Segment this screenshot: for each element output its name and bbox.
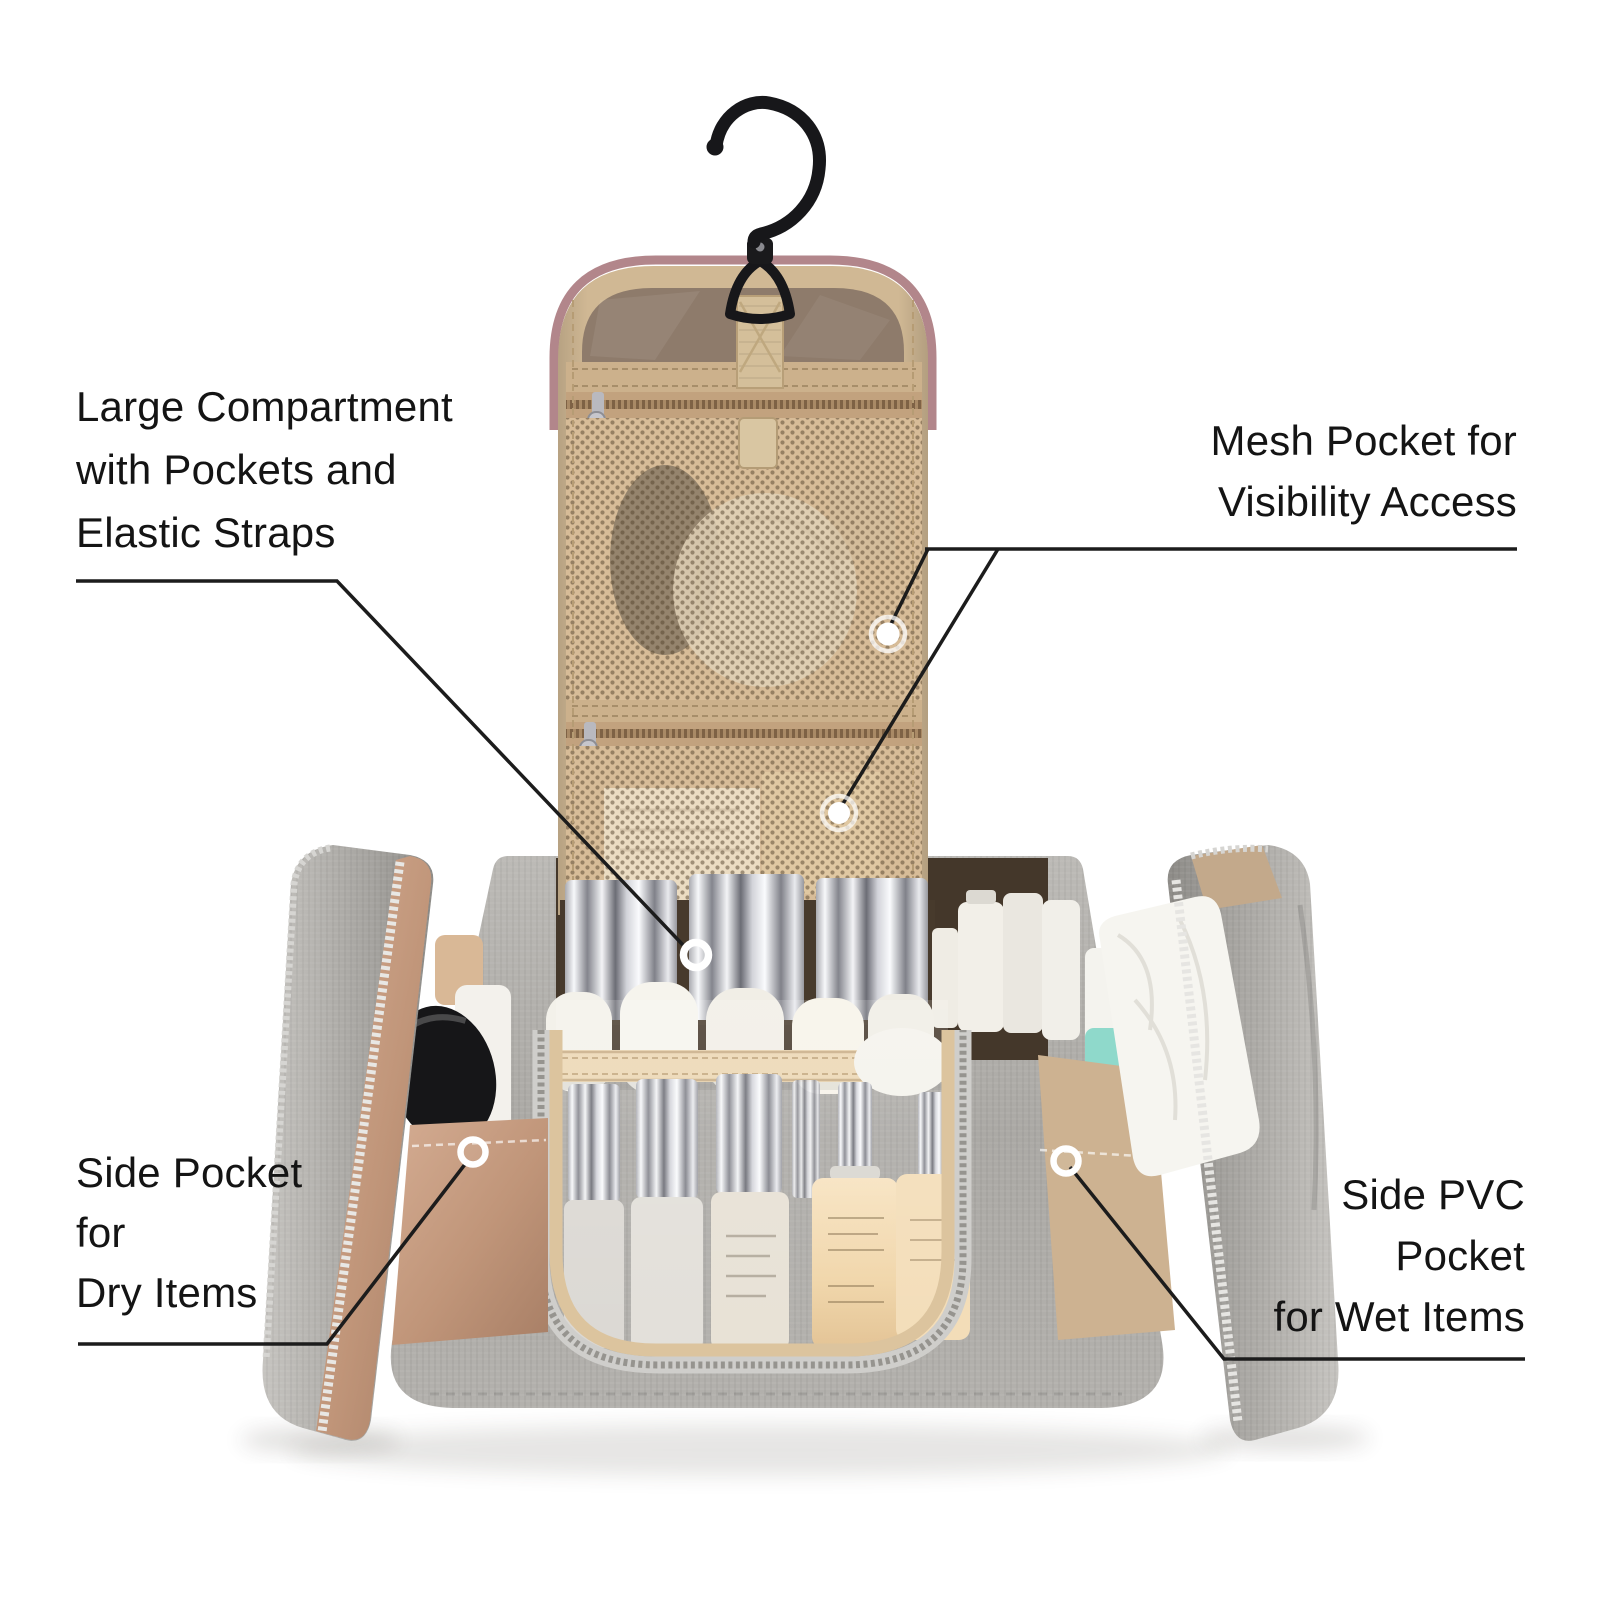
annotation-line: Side Pocket [76,1149,303,1196]
annotation-mesh-pocket: Mesh Pocket for Visibility Access [1211,410,1517,532]
bottle-white-2 [1003,893,1043,1033]
left-pocket-panel [392,1118,548,1345]
ground-shadow [240,1424,1370,1476]
callout-lines [76,547,1525,1361]
right-pocket-bottle-white [1042,900,1080,1040]
marker-mesh-lower [828,802,850,824]
callout-line-mesh-branch-lower [839,548,1000,808]
flap-stitch-band-2 [566,700,922,722]
marker-large-compartment [679,938,713,972]
annotation-line: with Pockets and [76,446,397,493]
flap-hanging-tab [738,417,778,469]
left-door [262,844,434,1441]
right-door [1099,844,1339,1441]
hook-ring [725,256,795,324]
towel [1099,896,1260,1177]
marker-side-pocket-dry [457,1136,489,1168]
annotation-side-pvc-wet: Side PVC Pocket for Wet Items [1273,1164,1525,1347]
right-door-zipper-braid [1171,879,1243,1423]
annotation-line: Mesh Pocket for [1210,417,1517,464]
callout-line-large-compartment [76,579,685,947]
annotation-line: Elastic Straps [76,509,336,556]
clear-pvc-window [556,1000,948,1350]
flap-top-zipper [549,255,937,430]
bottle-chrome-3 [816,878,928,1020]
hook-webbing-strap [736,295,784,389]
left-door-zipper-braid [317,861,405,1433]
bottle-chrome-2 [689,874,804,1020]
window-trim-and-zipper [532,1030,972,1374]
bottle-white-1 [958,902,1004,1032]
hanging-flap [549,255,937,915]
side-pocket-right [1038,900,1175,1340]
annotation-line: for [76,1209,126,1256]
zipper-upper [566,392,922,471]
marker-mesh-upper [876,622,900,646]
callout-markers [457,614,1082,1177]
annotation-line: Side PVC [1341,1171,1525,1218]
callout-line-side-pvc-wet [1068,1165,1525,1361]
hook-curve [709,95,826,249]
mesh-pocket-upper [566,417,922,700]
annotation-line: Pocket [1395,1232,1525,1279]
annotation-side-pocket-dry: Side Pocket for Dry Items [76,1143,302,1323]
hanging-hook [706,95,826,389]
right-door-lining [1191,845,1282,910]
annotation-line: Dry Items [76,1269,258,1316]
annotation-large-compartment: Large Compartment with Pockets and Elast… [76,375,453,564]
marker-side-pvc-wet [1050,1145,1082,1177]
annotation-line: Visibility Access [1217,478,1517,525]
callout-line-side-pocket-dry [78,1161,468,1346]
annotation-line: Large Compartment [76,383,453,430]
side-pocket-left [389,935,548,1345]
annotation-line: for Wet Items [1273,1293,1525,1340]
